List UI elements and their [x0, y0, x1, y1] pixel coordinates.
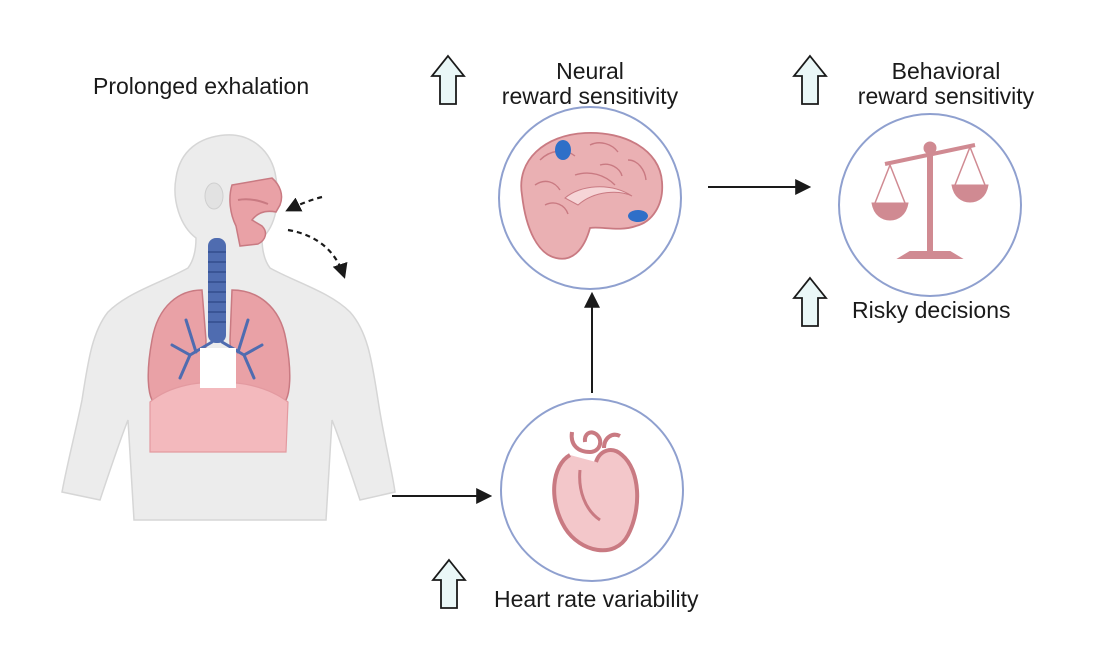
balance-scale-icon — [871, 141, 989, 259]
up-arrow-icon — [792, 54, 828, 105]
label-risky-decisions: Risky decisions — [852, 297, 1011, 323]
inhale-arrow — [285, 195, 323, 212]
label-behavioral-line2: reward sensitivity — [857, 83, 1035, 109]
label-heart-rate-variability: Heart rate variability — [494, 586, 699, 612]
up-arrow-icon — [792, 276, 828, 327]
label-prolonged-exhalation: Prolonged exhalation — [93, 73, 310, 99]
up-arrow-icon — [430, 54, 466, 105]
label-neural-line1: Neural — [556, 58, 624, 84]
brain-icon — [520, 132, 664, 260]
respiratory-body-icon — [61, 134, 396, 521]
heart-icon — [552, 430, 640, 553]
label-behavioral-line1: Behavioral — [891, 58, 1001, 84]
label-neural-line2: reward sensitivity — [501, 83, 679, 109]
up-arrow-icon — [431, 558, 467, 609]
exhale-arrow — [287, 228, 348, 279]
